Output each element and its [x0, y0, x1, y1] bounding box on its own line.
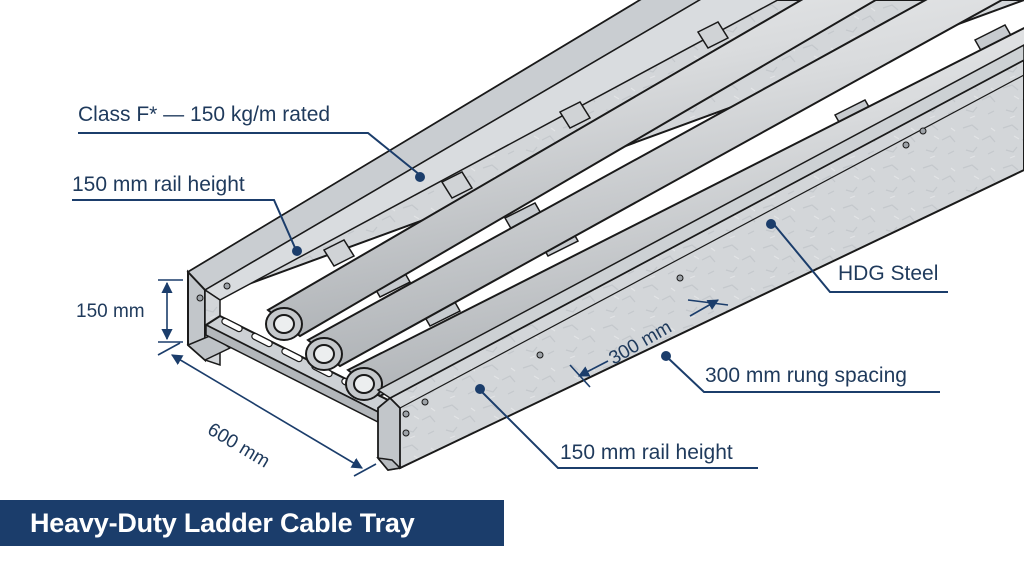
- page-title: Heavy-Duty Ladder Cable Tray: [30, 507, 415, 538]
- width-dimension: [157, 342, 377, 477]
- leader-dots: [292, 172, 776, 394]
- height-dimension: [158, 279, 183, 343]
- rung-pitch-dimension: [569, 299, 729, 388]
- near-side-rail: [376, 44, 1024, 471]
- leader-lines: [72, 132, 948, 469]
- callout-material: HDG Steel: [838, 262, 939, 285]
- cables: [265, 0, 1024, 401]
- callout-rail-height-left: 150 mm rail height: [72, 173, 245, 196]
- title-banner: Heavy-Duty Ladder Cable Tray: [0, 500, 504, 546]
- dimension-height-label: 150 mm: [76, 301, 145, 322]
- callout-rail-height-bottom: 150 mm rail height: [560, 441, 733, 464]
- callout-load-class: Class F* — 150 kg/m rated: [78, 103, 331, 126]
- callout-rung-spacing: 300 mm rung spacing: [705, 364, 907, 387]
- rail-clips: [322, 21, 730, 267]
